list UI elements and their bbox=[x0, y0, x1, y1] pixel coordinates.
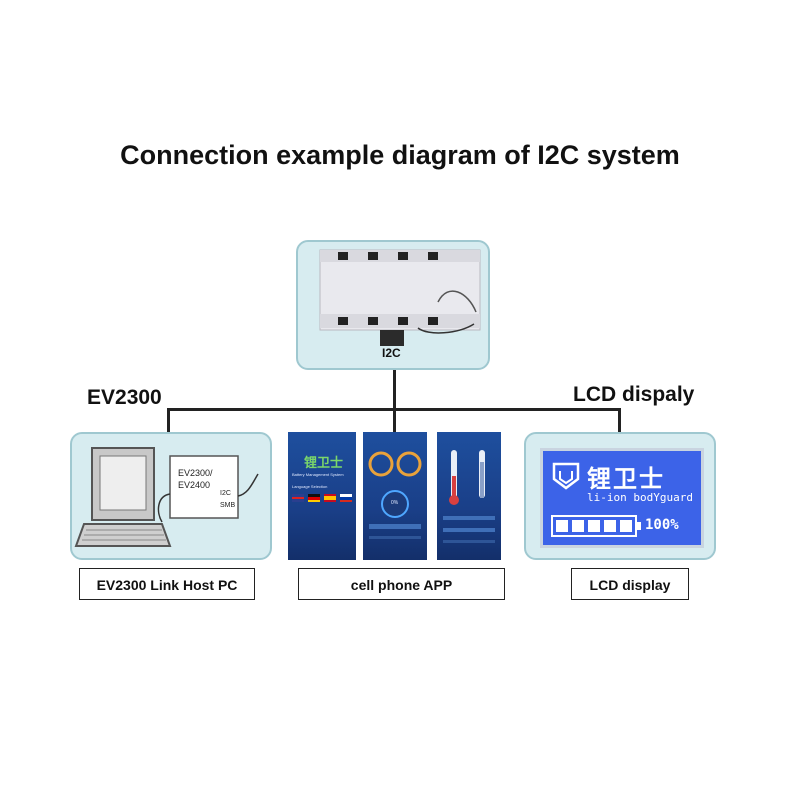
thermometer-icon bbox=[443, 450, 495, 543]
ev2300-device-label-2: EV2400 bbox=[178, 480, 211, 490]
app-caption-box: cell phone APP bbox=[298, 568, 505, 600]
app-language-text: Language Selection bbox=[292, 484, 328, 489]
i2c-chip-label: I2C bbox=[382, 346, 401, 360]
battery-icon bbox=[551, 515, 641, 537]
app-subtitle-text: Battery Management System bbox=[292, 472, 344, 477]
lcd-heading: LCD dispaly bbox=[573, 383, 695, 406]
pc-caption-box: EV2300 Link Host PC bbox=[79, 568, 255, 600]
lcd-panel: 锂卫士 li-ion bodYguard 100% bbox=[524, 432, 716, 560]
lcd-screen: 锂卫士 li-ion bodYguard 100% bbox=[540, 448, 704, 548]
language-flags-icon bbox=[292, 494, 352, 502]
app-logo-text: 锂卫士 bbox=[304, 455, 344, 470]
pc-panel: EV2300/ EV2400 I2C SMB bbox=[70, 432, 272, 560]
connector-vertical-center bbox=[393, 370, 396, 410]
app-screen-levels bbox=[437, 432, 501, 560]
connector-center-drop bbox=[393, 408, 396, 432]
connector-left-drop bbox=[167, 408, 170, 434]
i2c-port-label: I2C bbox=[220, 490, 231, 497]
shield-logo-icon bbox=[552, 462, 580, 490]
smb-port-label: SMB bbox=[220, 502, 236, 509]
lcd-logo-english: li-ion bodYguard bbox=[587, 491, 693, 504]
lcd-logo-chinese: 锂卫士 bbox=[587, 466, 665, 493]
laptop-icon bbox=[74, 447, 259, 547]
ev2300-device-label-1: EV2300/ bbox=[178, 468, 213, 478]
lcd-battery-percent: 100% bbox=[645, 517, 679, 533]
connector-right-drop bbox=[618, 408, 621, 434]
ev2300-heading: EV2300 bbox=[87, 386, 162, 409]
lcd-caption-box: LCD display bbox=[571, 568, 689, 600]
gauge-icon bbox=[368, 451, 422, 539]
i2c-module-panel: I2C bbox=[296, 240, 490, 370]
app-screen-language: 锂卫士 Battery Management System Language S… bbox=[288, 432, 356, 560]
app-gauge-value: 0% bbox=[391, 500, 399, 506]
diagram-title: Connection example diagram of I2C system bbox=[120, 140, 680, 170]
app-screen-gauges: 0% bbox=[363, 432, 427, 560]
bms-board-image bbox=[319, 249, 481, 346]
